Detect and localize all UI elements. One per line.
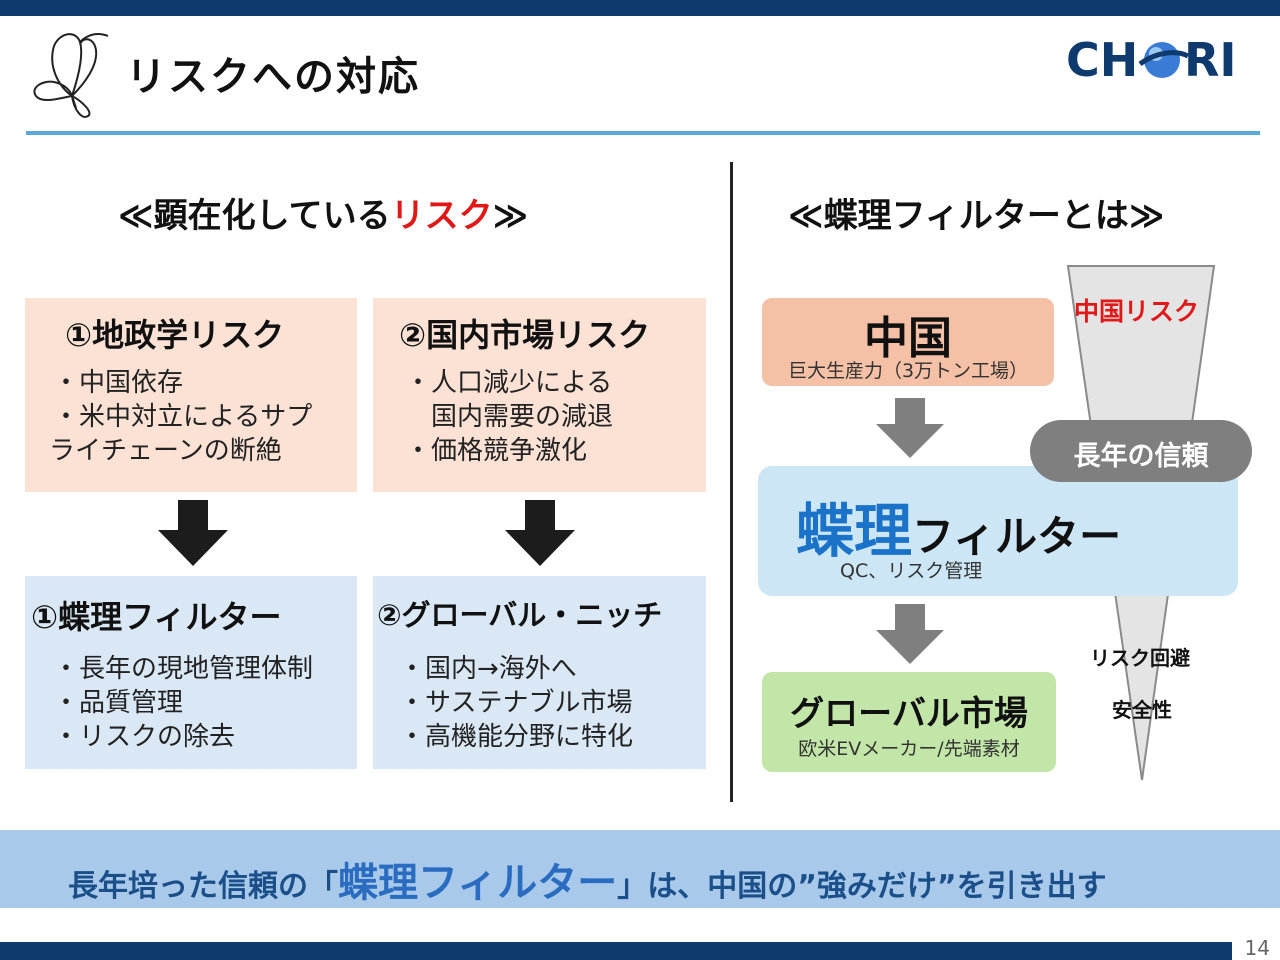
arrow-down-icon bbox=[876, 604, 944, 664]
safety-label: 安全性 bbox=[1112, 698, 1172, 722]
chori-logo: CH RI bbox=[1066, 30, 1256, 87]
butterfly-icon bbox=[33, 33, 109, 118]
box-body: ・人口減少による 国内需要の減退 ・価格競争激化 bbox=[405, 368, 614, 466]
arrow-down-icon bbox=[876, 398, 944, 458]
column-divider bbox=[730, 162, 733, 802]
box-heading: ②グローバル・ニッチ bbox=[377, 598, 663, 632]
china-box: 中国 巨大生産力（3万トン工場） bbox=[762, 298, 1054, 386]
left-section-title: ≪顕在化しているリスク≫ bbox=[118, 196, 529, 236]
box-body: ・中国依存 ・米中対立によるサプ ライチェーンの断絶 bbox=[49, 368, 313, 466]
global-market-subtitle: 欧米EVメーカー/先端素材 bbox=[798, 738, 1020, 760]
china-subtitle: 巨大生産力（3万トン工場） bbox=[787, 360, 1029, 382]
box-heading: ①地政学リスク bbox=[65, 316, 285, 354]
header-underline bbox=[26, 131, 1260, 135]
page-title: リスクへの対応 bbox=[126, 54, 420, 100]
global-market-title: グローバル市場 bbox=[790, 694, 1028, 734]
arrow-down-icon bbox=[505, 500, 575, 566]
top-bar bbox=[0, 0, 1280, 16]
arrow-down-icon bbox=[158, 500, 228, 566]
global-niche-box: ②グローバル・ニッチ ・国内→海外へ ・サステナブル市場 ・高機能分野に特化 bbox=[373, 576, 706, 769]
geopolitical-risk-box: ①地政学リスク ・中国依存 ・米中対立によるサプ ライチェーンの断絶 bbox=[25, 298, 357, 492]
risk-avoidance-label: リスク回避 bbox=[1090, 646, 1190, 670]
box-heading: ②国内市場リスク bbox=[399, 316, 651, 354]
box-body: ・国内→海外へ ・サステナブル市場 ・高機能分野に特化 bbox=[399, 654, 634, 752]
filter-subtitle: QC、リスク管理 bbox=[840, 560, 983, 582]
box-body: ・長年の現地管理体制 ・品質管理 ・リスクの除去 bbox=[53, 654, 314, 752]
svg-text:CH: CH bbox=[1066, 33, 1138, 86]
right-section-title: ≪蝶理フィルターとは≫ bbox=[788, 196, 1165, 236]
chori-filter-panel: 蝶理フィルター QC、リスク管理 bbox=[758, 466, 1238, 596]
long-trust-badge: 長年の信頼 bbox=[1030, 420, 1252, 482]
global-market-box: グローバル市場 欧米EVメーカー/先端素材 bbox=[762, 672, 1056, 772]
summary-banner: 長年培った信頼の「蝶理フィルター」は、中国の”強みだけ”を引き出す bbox=[0, 830, 1280, 908]
china-title: 中国 bbox=[864, 313, 952, 364]
box-heading: ①蝶理フィルター bbox=[31, 598, 282, 636]
domestic-market-risk-box: ②国内市場リスク ・人口減少による 国内需要の減退 ・価格競争激化 bbox=[373, 298, 706, 492]
filter-title: 蝶理フィルター bbox=[796, 497, 1122, 565]
page-number: 14 bbox=[1244, 936, 1270, 960]
china-risk-label: 中国リスク bbox=[1074, 297, 1200, 326]
summary-text: 長年培った信頼の「蝶理フィルター」は、中国の”強みだけ”を引き出す bbox=[68, 860, 1107, 906]
bottom-bar bbox=[0, 942, 1232, 960]
chori-filter-box: ①蝶理フィルター ・長年の現地管理体制 ・品質管理 ・リスクの除去 bbox=[25, 576, 357, 769]
svg-text:RI: RI bbox=[1184, 33, 1237, 86]
